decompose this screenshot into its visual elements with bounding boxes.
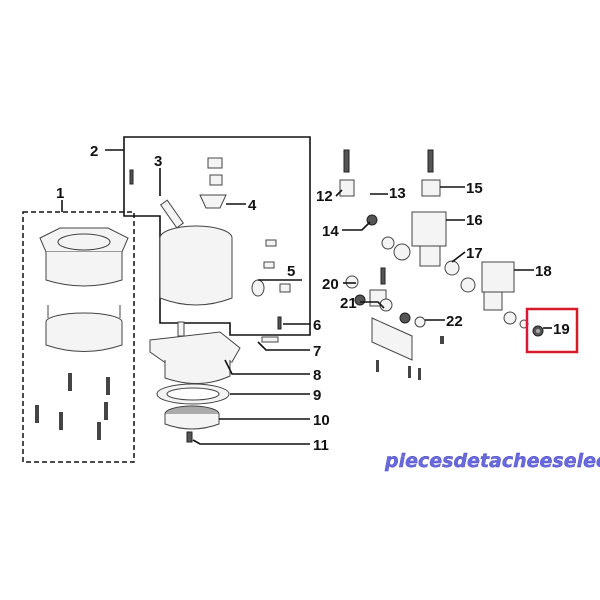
callout-4: 4 <box>248 197 257 214</box>
group-2-box <box>123 136 311 336</box>
callout-15: 15 <box>466 180 483 197</box>
callout-5: 5 <box>287 263 295 280</box>
callout-labels: 1 2 3 4 5 6 7 8 9 10 11 12 13 14 15 16 1… <box>56 143 570 454</box>
callout-7: 7 <box>313 343 321 360</box>
callout-17: 17 <box>466 245 483 262</box>
callout-14: 14 <box>322 223 339 240</box>
callout-12: 12 <box>316 188 333 205</box>
callout-3: 3 <box>154 153 162 170</box>
callout-6: 6 <box>313 317 321 334</box>
part-10-shower-screen <box>164 405 220 430</box>
group-1-box <box>22 211 135 463</box>
callout-22: 22 <box>446 313 463 330</box>
part-8-group-head <box>149 321 241 385</box>
part-9-gasket <box>156 383 230 405</box>
part-2-boiler <box>129 157 291 306</box>
callout-10: 10 <box>313 412 330 429</box>
callout-13: 13 <box>389 185 406 202</box>
callout-21: 21 <box>340 295 357 312</box>
right-assembly <box>339 149 529 380</box>
highlight-box-19 <box>525 307 579 354</box>
callout-19: 19 <box>553 321 570 338</box>
callout-8: 8 <box>313 367 321 384</box>
callout-20: 20 <box>322 276 339 293</box>
callout-9: 9 <box>313 387 321 404</box>
part-1-bracket <box>35 227 129 440</box>
watermark: piecesdetacheeselec.com <box>384 450 600 472</box>
callout-11: 11 <box>313 437 329 454</box>
callout-2: 2 <box>90 143 98 160</box>
callout-16: 16 <box>466 212 483 229</box>
callout-1: 1 <box>56 185 64 202</box>
callout-18: 18 <box>535 263 552 280</box>
part-19-fitting <box>532 325 544 337</box>
part-11-screw <box>186 431 193 443</box>
